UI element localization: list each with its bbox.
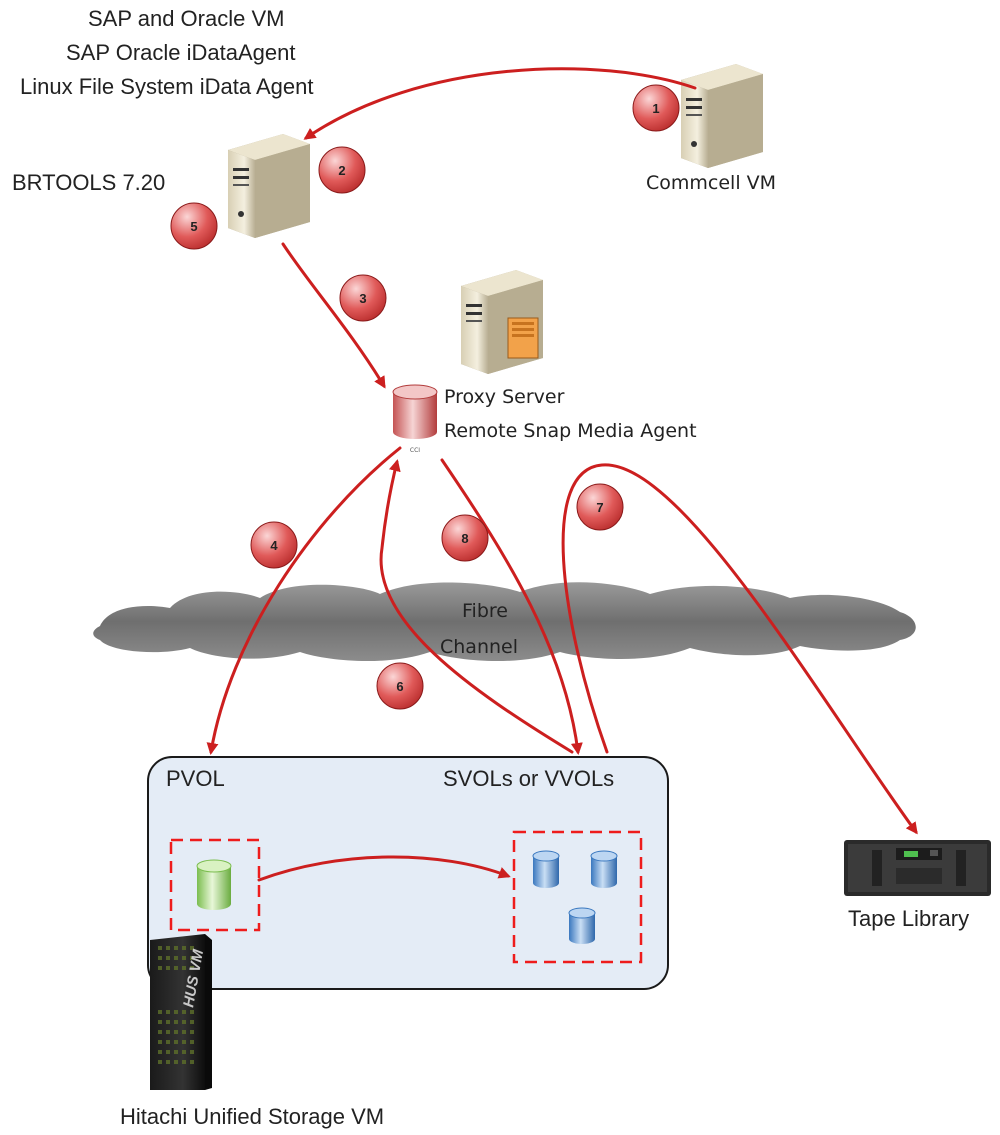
arrow-step-8	[440, 458, 583, 755]
step-badge-7: 7	[576, 483, 624, 531]
pvol-disk-icon	[196, 859, 232, 910]
sap-oracle-server-icon	[228, 134, 310, 238]
svg-text:7: 7	[596, 500, 603, 515]
commcell-label: Commcell VM	[646, 172, 777, 194]
svol-dashed-box	[512, 830, 643, 964]
arrow-step-1	[303, 67, 697, 140]
vm-title-line-1: SAP and Oracle VM	[88, 6, 285, 31]
fibre-label: Fibre	[462, 600, 508, 622]
svg-text:3: 3	[359, 291, 366, 306]
svg-text:6: 6	[396, 679, 403, 694]
vm-title-line-2: SAP Oracle iDataAgent	[66, 40, 296, 65]
svg-text:8: 8	[461, 531, 468, 546]
arrow-step-7	[561, 463, 918, 835]
arrow-step-3	[281, 242, 386, 389]
svg-text:5: 5	[190, 219, 197, 234]
tape-library-label: Tape Library	[848, 906, 970, 931]
svol-disk-icon	[532, 850, 560, 888]
svg-text:4: 4	[270, 538, 278, 553]
step-badge-1: 1	[632, 84, 680, 132]
cci-database-icon: CCI	[392, 384, 438, 454]
step-badge-3: 3	[339, 274, 387, 322]
step-badge-8: 8	[441, 514, 489, 562]
arrow-step-6	[379, 459, 574, 754]
storage-box	[147, 756, 669, 990]
svol-disk-icon	[590, 850, 618, 888]
svol-disk-icon	[568, 907, 596, 944]
remote-snap-label: Remote Snap Media Agent	[444, 420, 697, 442]
cci-label: CCI	[410, 447, 420, 454]
svols-label: SVOLs or VVOLs	[443, 766, 615, 791]
vm-title-line-3: Linux File System iData Agent	[20, 74, 314, 99]
svg-text:1: 1	[652, 101, 659, 116]
svg-text:2: 2	[338, 163, 345, 178]
arrow-pvol-to-svol	[257, 855, 511, 882]
step-badge-6: 6	[376, 662, 424, 710]
step-badge-5: 5	[170, 202, 218, 250]
arrow-step-4	[206, 446, 402, 755]
step-badge-4: 4	[250, 521, 298, 569]
hitachi-label: Hitachi Unified Storage VM	[120, 1104, 385, 1129]
proxy-server-label: Proxy Server	[444, 386, 565, 408]
channel-label: Channel	[440, 636, 519, 658]
pvol-label: PVOL	[166, 766, 225, 791]
tape-library-icon	[844, 840, 991, 896]
fibre-channel-cloud-icon	[93, 582, 916, 662]
step-badge-2: 2	[318, 146, 366, 194]
hus-vm-storage-array-icon: HUS VM	[150, 934, 212, 1090]
pvol-dashed-box	[169, 838, 261, 932]
brtools-label: BRTOOLS 7.20	[12, 170, 166, 195]
proxy-server-icon	[461, 270, 543, 374]
commcell-server-icon	[681, 64, 763, 168]
